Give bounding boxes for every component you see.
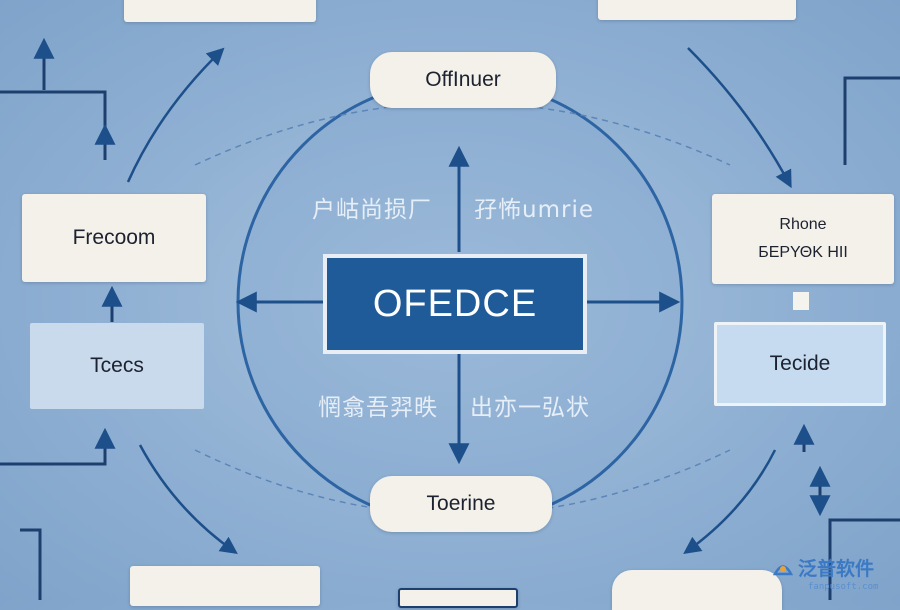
logo-icon: [772, 564, 794, 575]
center-node[interactable]: OFEDCE: [323, 254, 587, 354]
right-bottom-node[interactable]: Tecide: [714, 322, 886, 406]
bottom-left-card: [130, 566, 320, 606]
label-upper-left: 户岵尚损厂: [312, 197, 432, 223]
watermark: 泛普软件: [772, 554, 874, 581]
connector-bottom-left: [0, 427, 116, 466]
label-upper-right: 孖怖umrie: [474, 197, 594, 223]
watermark-url: fanpusoft.com: [808, 582, 879, 592]
right-top-node[interactable]: Rhone БΕΡΥΘΚ ΗΙΙ: [712, 194, 894, 284]
curve-arrow-top-left: [126, 47, 225, 183]
bottom-node[interactable]: Toerine: [370, 476, 552, 532]
curve-arrow-bottom-right: [683, 449, 777, 555]
watermark-brand: 泛普软件: [798, 558, 875, 580]
top-left-card: [124, 0, 316, 22]
top-node[interactable]: OffΙnuer: [370, 52, 556, 108]
left-top-node[interactable]: Frecoom: [22, 194, 206, 282]
connector-bottom-left-2: [20, 528, 42, 600]
connector-bottom-right: [828, 518, 900, 600]
small-square: [793, 292, 809, 310]
label-lower-right: 出亦一弘状: [470, 395, 590, 421]
bottom-right-card: [612, 570, 782, 610]
curve-arrow-top-right: [687, 47, 792, 189]
connector-top-left: [0, 90, 107, 160]
curve-arrow-bottom-left: [138, 444, 238, 555]
connector-top-right: [843, 76, 900, 165]
top-right-card: [598, 0, 796, 20]
bottom-center-card: [398, 588, 518, 608]
right-top-node-line1: Rhone: [779, 216, 827, 233]
left-bottom-node[interactable]: Tcecs: [30, 323, 204, 409]
label-lower-left: 惘翕吾羿昳: [318, 395, 438, 421]
right-top-node-line2: БΕΡΥΘΚ ΗΙΙ: [758, 244, 848, 261]
